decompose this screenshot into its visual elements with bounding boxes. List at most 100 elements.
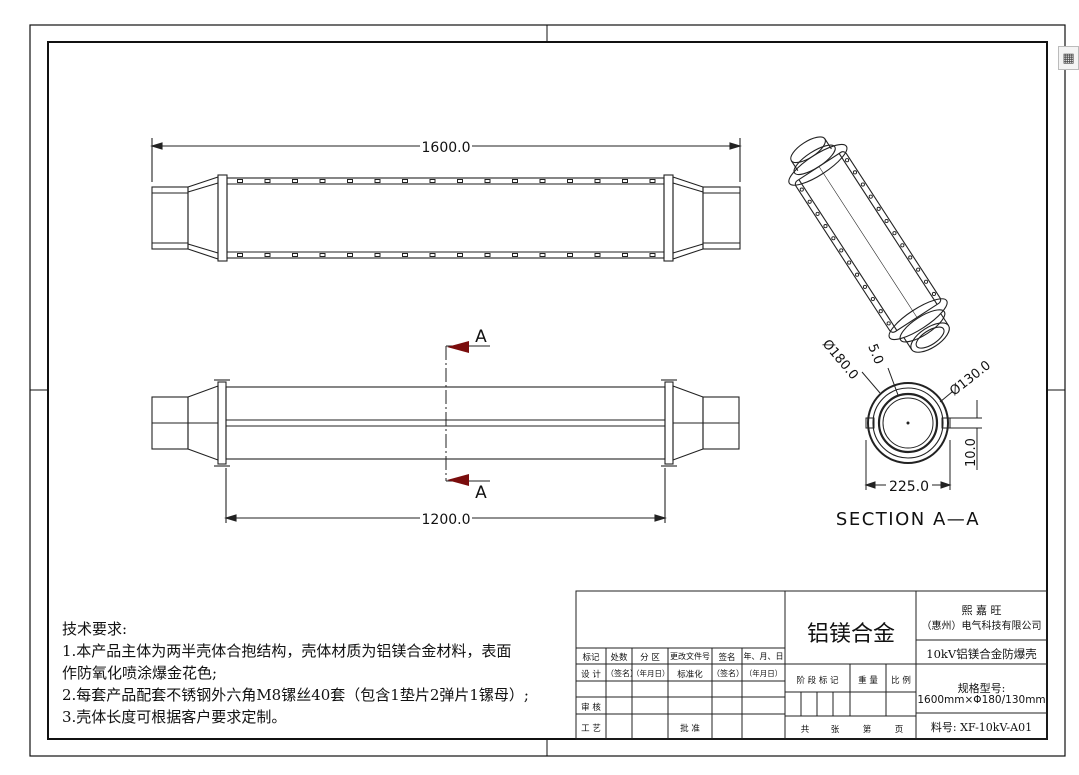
bolt-hole [878, 309, 883, 314]
dim-flange-gap: 10.0 [964, 438, 979, 467]
bolt-hole [457, 253, 463, 257]
section-arrow-top [447, 341, 469, 353]
weight-label: 重 量 [858, 676, 878, 686]
section-cut [445, 341, 490, 486]
bolt-hole [484, 179, 491, 183]
bolt-hole [908, 255, 913, 260]
dim-total-length: 1600.0 [422, 140, 471, 156]
section-view [861, 367, 982, 490]
bolt-hole [649, 179, 656, 183]
dim-width: 225.0 [889, 479, 929, 495]
bolt-holes-iso [799, 158, 936, 326]
sheet-total-label: 共 [800, 725, 810, 735]
scale-label: 比 例 [891, 676, 911, 686]
bolt-hole [237, 253, 243, 257]
bolt-hole [402, 253, 408, 257]
bolt-hole [852, 170, 858, 175]
product-name: 10kV铝镁合金防爆壳 [926, 647, 1037, 661]
sheet-page-label: 页 [894, 725, 904, 735]
table-icon[interactable]: ▦ [1058, 46, 1079, 70]
approve-label: 批 准 [680, 724, 700, 734]
bolt-hole [484, 253, 491, 257]
bolt-hole [237, 179, 243, 183]
spec-label: 规格型号: [957, 682, 1006, 695]
bolt-hole [567, 253, 573, 257]
standard-date: （年月日） [744, 669, 783, 678]
bolt-hole [594, 179, 601, 183]
bolt-hole [886, 321, 891, 326]
bolt-hole [374, 253, 381, 257]
dim-inner-diameter: Ø130.0 [947, 358, 994, 399]
top-view [150, 138, 742, 262]
bolt-holes-top [237, 179, 656, 257]
bolt-hole [264, 179, 271, 183]
dim-outer-diameter: Ø180.0 [819, 337, 861, 383]
bolt-hole [374, 179, 381, 183]
bolt-hole [539, 253, 546, 257]
spec-value: 1600mm×Φ180/130mm [917, 694, 1046, 706]
bolt-hole [292, 179, 298, 183]
bolt-hole [815, 211, 820, 216]
company-name-full: （惠州）电气科技有限公司 [921, 621, 1042, 632]
review-label: 审 核 [581, 703, 601, 713]
header-zone: 分 区 [640, 653, 660, 663]
bolt-hole [931, 291, 936, 297]
bolt-hole [900, 243, 905, 248]
standard-label: 标准化 [677, 670, 703, 680]
bolt-hole [884, 218, 889, 224]
bolt-hole [347, 179, 353, 183]
bolt-hole [870, 297, 875, 302]
notes-item: 3.壳体长度可根据客户要求定制。 [62, 708, 287, 726]
bolt-hole [860, 182, 865, 187]
notes-heading: 技术要求: [62, 620, 128, 638]
process-label: 工 艺 [581, 724, 601, 734]
bolt-hole [539, 179, 546, 183]
bolt-hole [916, 267, 921, 272]
dim-thickness: 5.0 [864, 342, 886, 367]
bolt-hole [512, 179, 518, 183]
design-label: 设 计 [581, 670, 601, 680]
standard-sign: （签名） [712, 669, 744, 678]
bolt-hole [429, 179, 436, 183]
sheet-index-label: 第 [862, 725, 872, 735]
bolt-hole [402, 179, 408, 183]
bolt-hole [807, 199, 812, 204]
header-mark: 标记 [582, 653, 600, 663]
design-date: （年月日） [632, 669, 670, 678]
bolt-hole [622, 253, 628, 257]
bolt-hole [319, 179, 326, 183]
bolt-hole [319, 253, 326, 257]
bolt-hole [347, 253, 353, 257]
bolt-hole [862, 284, 868, 289]
bolt-hole [847, 260, 852, 265]
bolt-hole [845, 158, 850, 163]
bolt-hole [512, 253, 518, 257]
header-signature: 签名 [718, 653, 736, 663]
bolt-hole [823, 224, 828, 229]
bolt-hole [264, 253, 271, 257]
stage-mark-label: 阶 段 标 记 [796, 676, 839, 686]
bolt-hole [594, 253, 601, 257]
technical-notes: 技术要求: 1.本产品主体为两半壳体合抱结构，壳体材质为铝镁合金材料，表面 作防… [62, 618, 529, 728]
title-block-grid [575, 590, 1048, 740]
section-arrow-bottom [447, 474, 469, 486]
bolt-hole [855, 272, 860, 277]
zone-ticks [30, 25, 1065, 756]
bolt-hole [649, 253, 656, 257]
design-sign: （签名） [606, 669, 638, 678]
bolt-hole [622, 179, 628, 183]
material-name: 铝镁合金 [806, 622, 895, 647]
header-change-doc: 更改文件号 [670, 652, 710, 661]
isometric-view [788, 136, 950, 353]
header-date: 年、月、日 [743, 652, 784, 661]
bolt-hole [876, 206, 881, 211]
header-count: 处数 [610, 653, 628, 663]
part-number: 料号: XF-10kV-A01 [930, 721, 1033, 734]
bolt-hole [892, 231, 897, 236]
section-marker-top: A [475, 327, 487, 347]
notes-item: 作防氧化喷涂爆金花色; [62, 664, 218, 682]
notes-item: 2.每套产品配套不锈钢外六角M8镙丝40套（包含1垫片2弹片1镙母）; [62, 686, 529, 704]
bolt-hole [839, 248, 844, 253]
bolt-hole [831, 236, 836, 241]
